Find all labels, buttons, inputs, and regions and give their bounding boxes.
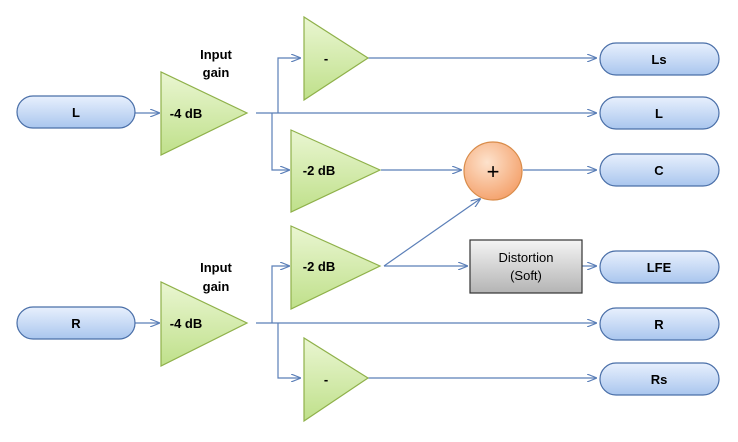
summing-junction: +: [463, 141, 523, 201]
input-left-label: L: [72, 105, 80, 120]
output-c-label: C: [654, 163, 664, 178]
wires-right-channel: [135, 199, 596, 378]
input-right-label: R: [71, 316, 81, 331]
amplifier-center-right-label: -2 dB: [303, 259, 336, 274]
amplifier-center-left: -2 dB: [290, 129, 382, 213]
output-rs-label: Rs: [651, 372, 668, 387]
input-gain-caption-right-line1: Input: [200, 260, 232, 275]
output-r-label: R: [654, 317, 664, 332]
amplifier-invert-top-label: -: [324, 51, 328, 66]
distortion-block: Distortion (Soft): [469, 239, 583, 294]
output-lfe-label: LFE: [647, 260, 672, 275]
output-ls-label: Ls: [651, 52, 666, 67]
output-node-r: R: [599, 307, 720, 341]
input-gain-caption-left-line1: Input: [200, 47, 232, 62]
output-node-lfe: LFE: [599, 250, 720, 284]
amplifier-invert-top: -: [303, 15, 370, 102]
amplifier-invert-bottom: -: [303, 336, 370, 423]
input-gain-caption-right-line2: gain: [203, 279, 230, 294]
input-node-left: L: [16, 95, 136, 129]
output-node-l: L: [599, 96, 720, 130]
amplifier-input-gain-left: -4 dB: [160, 71, 249, 156]
amplifier-input-gain-left-label: -4 dB: [170, 106, 203, 121]
input-gain-caption-left-line2: gain: [203, 65, 230, 80]
output-node-rs: Rs: [599, 362, 720, 396]
distortion-label-line1: Distortion: [499, 250, 554, 265]
output-node-ls: Ls: [599, 42, 720, 76]
amplifier-center-left-label: -2 dB: [303, 163, 336, 178]
amplifier-center-right: -2 dB: [290, 225, 382, 310]
output-l-label: L: [655, 106, 663, 121]
input-node-right: R: [16, 306, 136, 340]
amplifier-invert-bottom-label: -: [324, 372, 328, 387]
distortion-label-line2: (Soft): [510, 268, 542, 283]
amplifier-input-gain-right-label: -4 dB: [170, 316, 203, 331]
output-node-c: C: [599, 153, 720, 187]
summing-junction-symbol: +: [487, 159, 500, 184]
wires-left-channel: [135, 58, 596, 170]
amplifier-input-gain-right: -4 dB: [160, 281, 249, 367]
